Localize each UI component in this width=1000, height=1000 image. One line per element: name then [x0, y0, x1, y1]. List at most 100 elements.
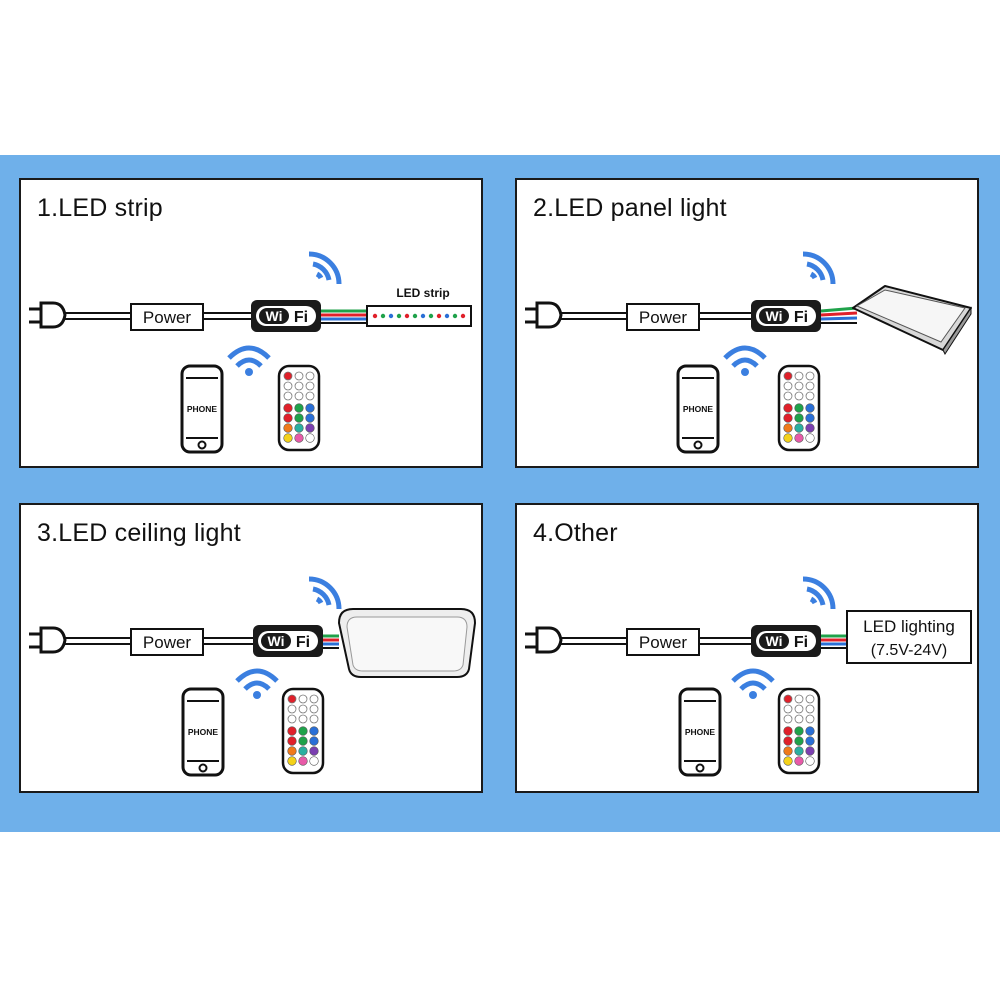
plug-icon [525, 626, 563, 654]
phone-icon: PHONE [181, 687, 225, 777]
wifi-signal-icon [308, 576, 342, 610]
svg-text:Wi: Wi [766, 308, 783, 324]
diagram-svg: Power Wi Fi PHONE [525, 251, 972, 454]
remote-button [305, 391, 315, 401]
power-box [130, 628, 204, 656]
remote-button [305, 381, 315, 391]
remote-control-icon [277, 364, 321, 452]
remote-button [287, 694, 297, 704]
remote-color-button [305, 423, 315, 433]
diagram-svg: Power Wi Fi PHONE [525, 576, 972, 777]
led-lighting-device: LED lighting (7.5V-24V) [846, 610, 972, 664]
led-dot [396, 313, 402, 319]
remote-color-button [294, 433, 304, 443]
remote-button [294, 391, 304, 401]
power-cable [561, 312, 751, 320]
remote-button [298, 714, 308, 724]
led-ceiling-light-device [337, 608, 477, 678]
wifi-controller-icon: Wi Fi [751, 625, 821, 657]
remote-color-button [305, 403, 315, 413]
power-cable [561, 637, 751, 645]
wifi-signal-icon [235, 668, 279, 699]
power-cable [65, 312, 251, 320]
plug-icon [29, 301, 67, 329]
panel-title: 1.LED strip [37, 194, 163, 222]
panel-led-panel-light: 2.LED panel light Power Wi Fi [515, 178, 979, 468]
remote-color-button [783, 736, 793, 746]
wifi-controller-icon: Wi Fi [253, 625, 323, 657]
remote-button [805, 714, 815, 724]
led-dot [372, 313, 378, 319]
wifi-signal-icon [802, 251, 836, 285]
svg-text:Wi: Wi [266, 308, 283, 324]
led-dot [412, 313, 418, 319]
remote-color-button [794, 746, 804, 756]
remote-color-button [783, 756, 793, 766]
wifi-signal-icon [731, 668, 775, 699]
remote-button [309, 704, 319, 714]
remote-color-button [305, 413, 315, 423]
panel-title: 3.LED ceiling light [37, 519, 241, 547]
remote-color-button [783, 746, 793, 756]
remote-color-button [794, 736, 804, 746]
wifi-controller-icon: Wi Fi [751, 300, 821, 332]
power-label: Power [143, 633, 192, 652]
remote-color-button [805, 746, 815, 756]
phone-icon: PHONE [678, 687, 722, 777]
svg-text:Fi: Fi [296, 634, 310, 651]
remote-button [794, 371, 804, 381]
remote-color-button [294, 403, 304, 413]
remote-button [783, 704, 793, 714]
remote-color-button [309, 756, 319, 766]
svg-text:Wi: Wi [268, 633, 285, 649]
remote-color-button [805, 726, 815, 736]
remote-button [783, 714, 793, 724]
remote-button [305, 371, 315, 381]
svg-text:Wi: Wi [766, 633, 783, 649]
remote-color-button [783, 413, 793, 423]
diagram-svg: Power Wi Fi PHONE [29, 576, 477, 777]
remote-button [294, 381, 304, 391]
remote-button [309, 714, 319, 724]
wifi-signal-icon [723, 345, 767, 376]
svg-text:PHONE: PHONE [187, 404, 218, 414]
remote-button [805, 381, 815, 391]
svg-text:Fi: Fi [794, 634, 808, 651]
wifi-signal-icon [308, 251, 342, 285]
remote-color-button [283, 403, 293, 413]
remote-color-button [283, 433, 293, 443]
remote-color-button [794, 423, 804, 433]
power-box [626, 303, 700, 331]
led-dot [444, 313, 450, 319]
remote-control-icon [281, 687, 325, 775]
panel-title: 4.Other [533, 519, 618, 547]
remote-color-button [805, 433, 815, 443]
remote-color-button [783, 423, 793, 433]
power-label: Power [639, 308, 688, 327]
remote-button [283, 371, 293, 381]
led-lighting-voltage: (7.5V-24V) [871, 642, 947, 659]
svg-text:Fi: Fi [294, 309, 308, 326]
power-cable [65, 637, 253, 645]
remote-color-button [283, 413, 293, 423]
led-dot [388, 313, 394, 319]
rgb-wires [821, 634, 847, 649]
led-dot [436, 313, 442, 319]
power-box [626, 628, 700, 656]
remote-color-button [805, 756, 815, 766]
remote-button [283, 381, 293, 391]
led-lighting-label: LED lighting [863, 617, 955, 636]
led-panel-light-device [852, 285, 972, 356]
remote-button [805, 694, 815, 704]
svg-text:Fi: Fi [794, 309, 808, 326]
plug-icon [525, 301, 563, 329]
wifi-signal-icon [227, 345, 271, 376]
wifi-signal-icon [802, 576, 836, 610]
remote-color-button [783, 433, 793, 443]
remote-button [783, 371, 793, 381]
remote-button [783, 381, 793, 391]
remote-color-button [783, 726, 793, 736]
remote-color-button [794, 433, 804, 443]
remote-button [794, 391, 804, 401]
remote-button [783, 694, 793, 704]
